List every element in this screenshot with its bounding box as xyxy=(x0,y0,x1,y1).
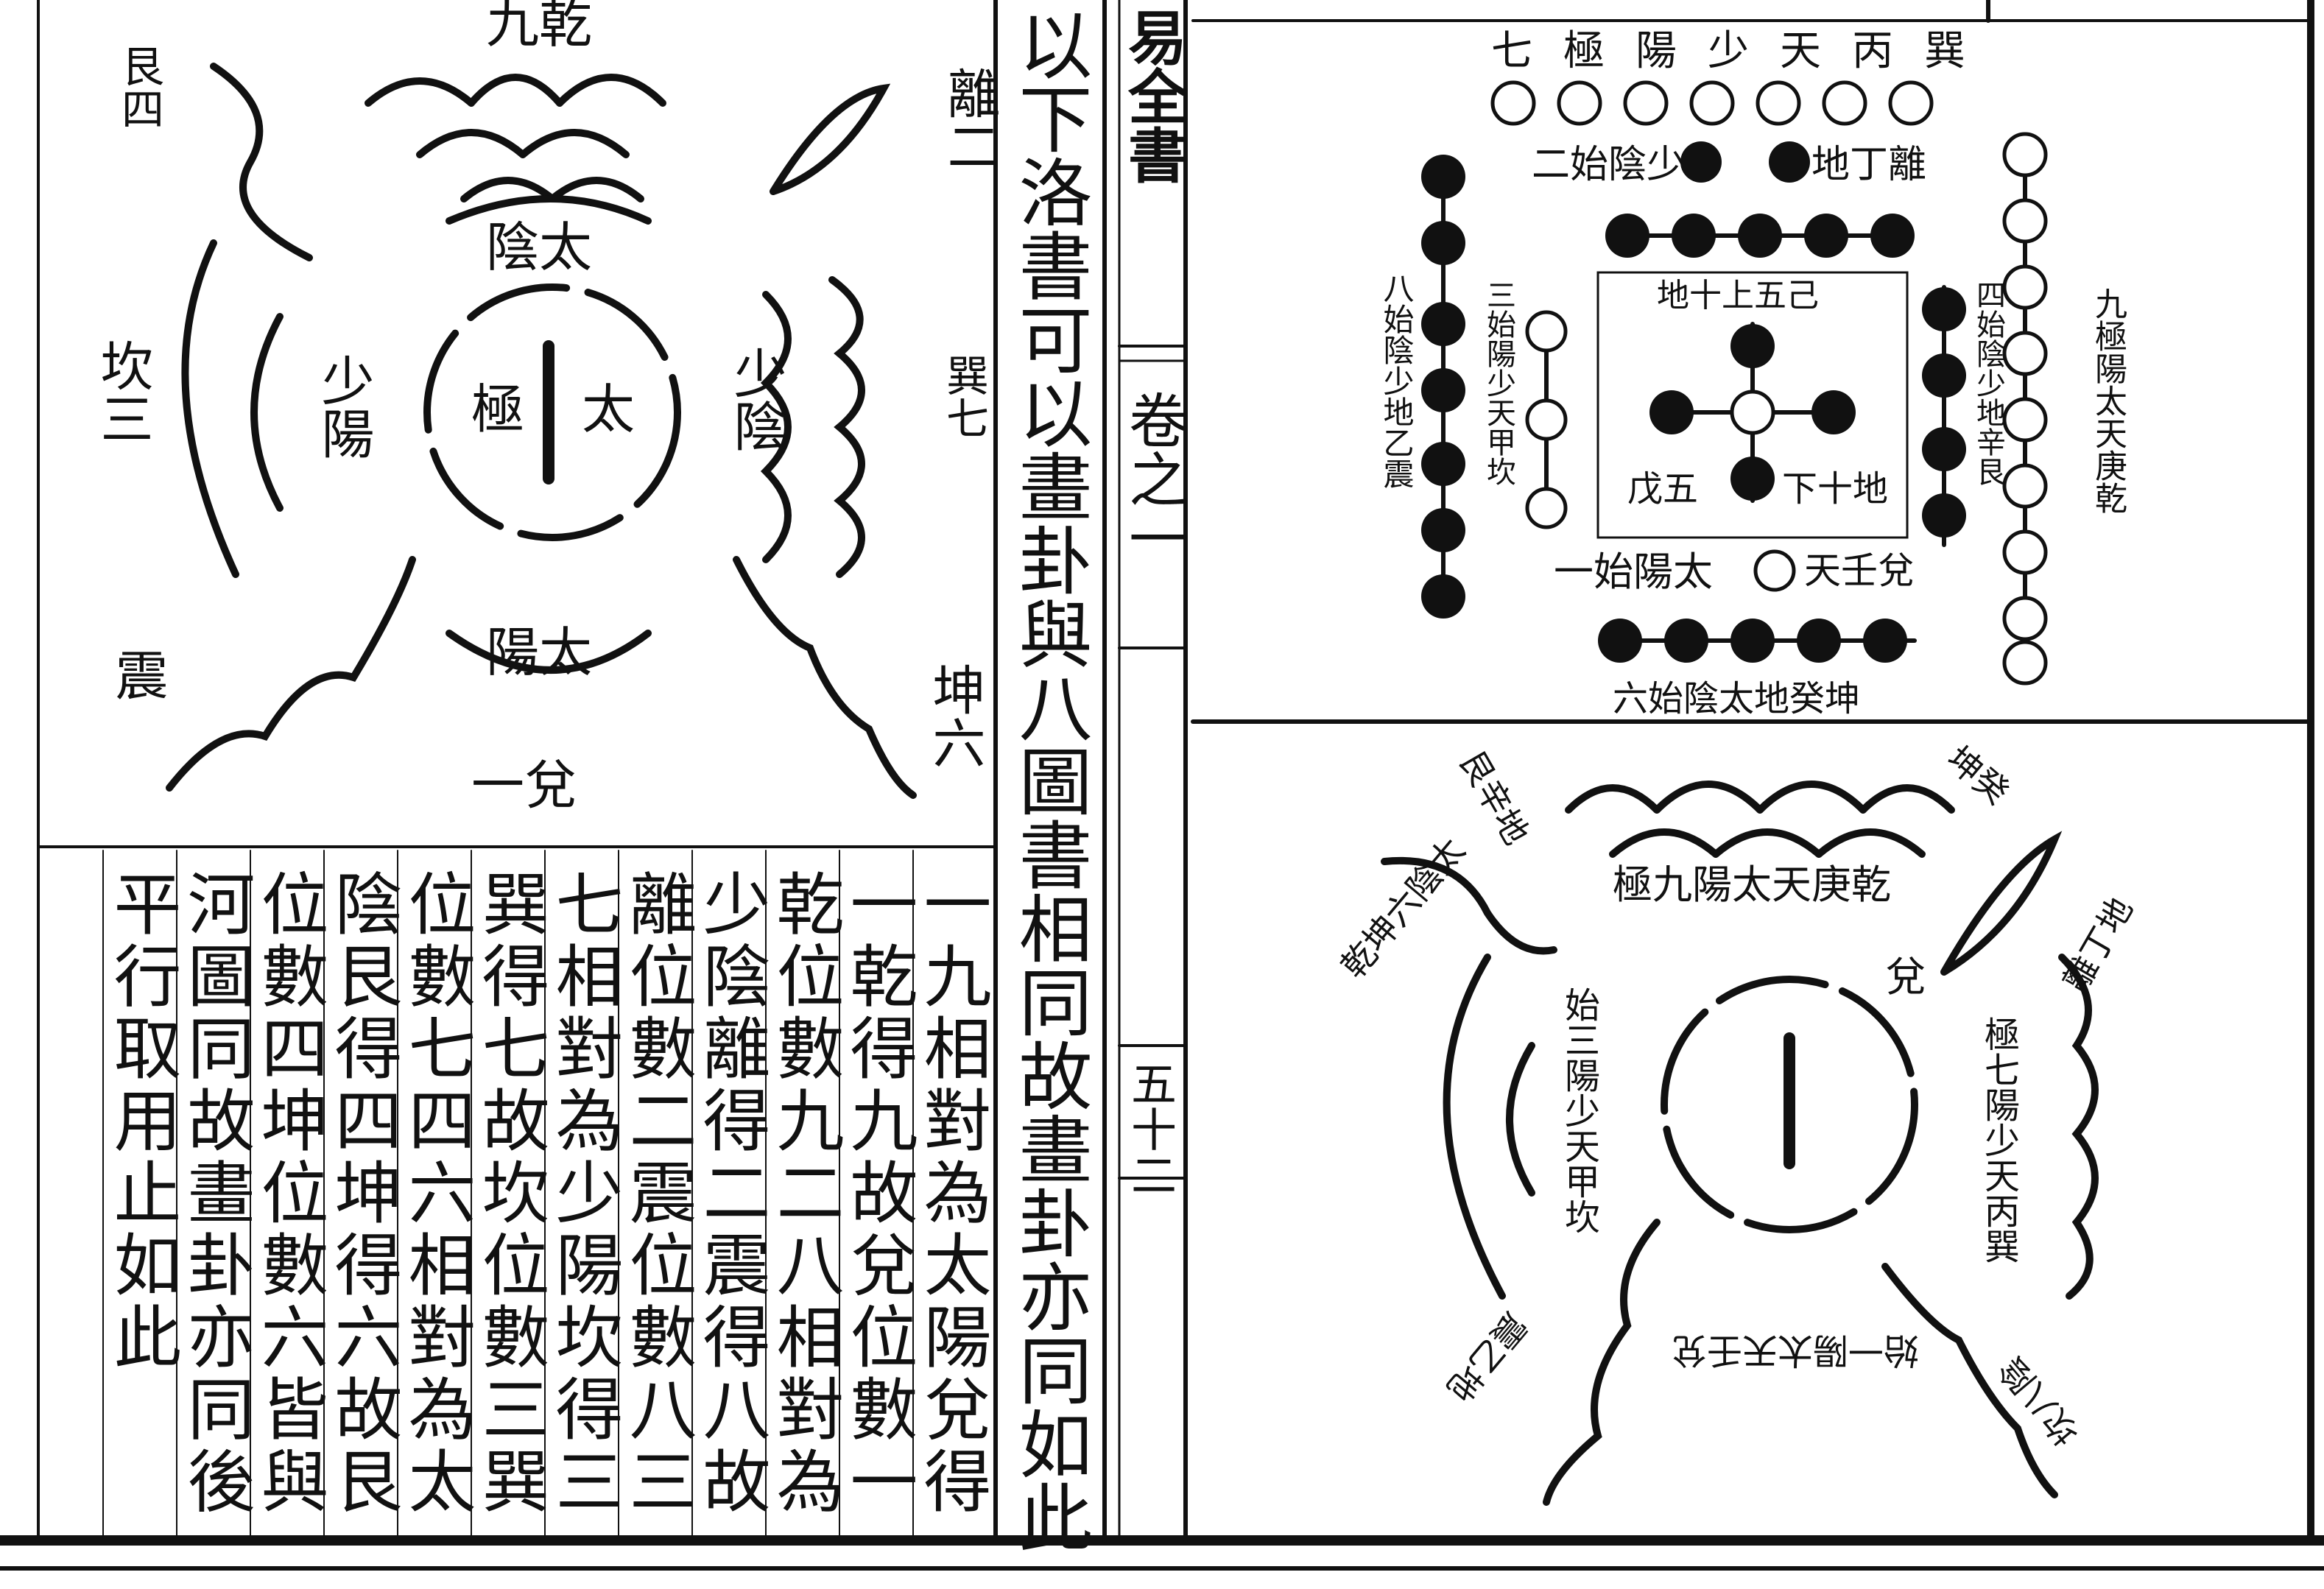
luoshu-left-col: 八始陰少地乙震 xyxy=(1378,272,1415,489)
taiji-char-2: 極 xyxy=(471,378,525,440)
bagua-circle xyxy=(1661,976,1918,1233)
br-top-label: 極九陽太天庚乾 xyxy=(1613,862,1891,908)
text-col-1: 一九相對為太陽兌得 xyxy=(912,869,991,1518)
luoshu-inner-left: 戊五 xyxy=(1627,468,1699,510)
text-col-10: 位數四坤位數六皆與 xyxy=(250,869,328,1518)
luoshu-inner-right: 下十地 xyxy=(1782,468,1889,510)
taiyang-label: 陽太 xyxy=(486,621,593,683)
luoshu-row2-left: 二始陰少 xyxy=(1532,143,1686,187)
left-diagram-lines xyxy=(166,63,917,799)
luoshu-bottom-row: 一始陽太 xyxy=(1554,549,1713,595)
gen-label: 艮四 xyxy=(114,44,164,130)
br-left-inner: 始三陽少天甲坎 xyxy=(1558,987,1599,1234)
luoshu-right-col2: 四始陰少地辛艮 xyxy=(1971,280,2005,486)
text-col-11: 河圖同故畫卦亦同後 xyxy=(176,869,255,1518)
shaoyin-label: 少陰 xyxy=(725,346,786,452)
text-col-2: 一乾得九故兌位數一 xyxy=(839,869,918,1518)
text-col-7: 巽得七故坎位數三巽 xyxy=(471,869,549,1518)
qian-label: 九乾 xyxy=(486,0,593,54)
br-dui-label: 兌 xyxy=(1885,954,1926,1001)
luoshu-top-row: 七極陽少天丙巽 xyxy=(1491,27,1996,75)
section-heading: 以下洛書可以畫卦與八圖書相同故畫卦亦同如此 xyxy=(1006,7,1092,1554)
kan-label: 坎三 xyxy=(91,339,153,445)
book-title: 易全書 xyxy=(1119,7,1188,184)
luoshu-right-col: 九極陽太天庚乾 xyxy=(2089,287,2127,514)
luoshu-inner-top: 地十上五己 xyxy=(1657,277,1819,314)
dui-label: 一兌 xyxy=(471,754,578,816)
text-col-5: 離位數二震位數八三 xyxy=(618,869,697,1518)
li-label: 離二 xyxy=(938,66,1000,172)
text-col-6: 七相對為少陽坎得三 xyxy=(544,869,623,1518)
luoshu-dots xyxy=(1421,141,1966,663)
luoshu-bottom-right: 天壬兌 xyxy=(1804,549,1915,592)
taiji-char-1: 太 xyxy=(582,378,635,440)
luoshu-row2-right: 地丁離 xyxy=(1811,143,1927,187)
zhen-label: 震 xyxy=(106,648,168,701)
text-col-8: 位數七四六相對為太 xyxy=(397,869,476,1518)
br-right-inner: 極七陽少天丙巽 xyxy=(1978,1016,2019,1264)
taiyin-label: 陰太 xyxy=(486,216,593,278)
text-col-4: 少陰離得二震得八故 xyxy=(691,869,770,1518)
page-number: 五十二 xyxy=(1123,1060,1177,1197)
bottom-right-lines xyxy=(1381,781,2099,1506)
luoshu-last-row: 六始陰太地癸坤 xyxy=(1613,678,1861,719)
text-col-12: 平行取用止如此 xyxy=(102,869,181,1374)
text-col-3: 乾位數九二八相對為 xyxy=(765,869,844,1518)
volume-label: 卷之一 xyxy=(1119,390,1188,567)
taiji-circle xyxy=(423,283,681,541)
luoshu-left-col2: 三始陽少天甲坎 xyxy=(1482,280,1515,486)
shaoyang-label: 少陽 xyxy=(312,353,374,459)
xun-label: 巽七 xyxy=(939,353,989,439)
br-bottom-inner: 始一陽太天壬兌 xyxy=(1672,1330,1920,1371)
luoshu-open-dots xyxy=(1490,80,2048,686)
text-col-9: 陰艮得四坤得六故艮 xyxy=(323,869,402,1518)
kun-label: 坤六 xyxy=(923,663,985,769)
